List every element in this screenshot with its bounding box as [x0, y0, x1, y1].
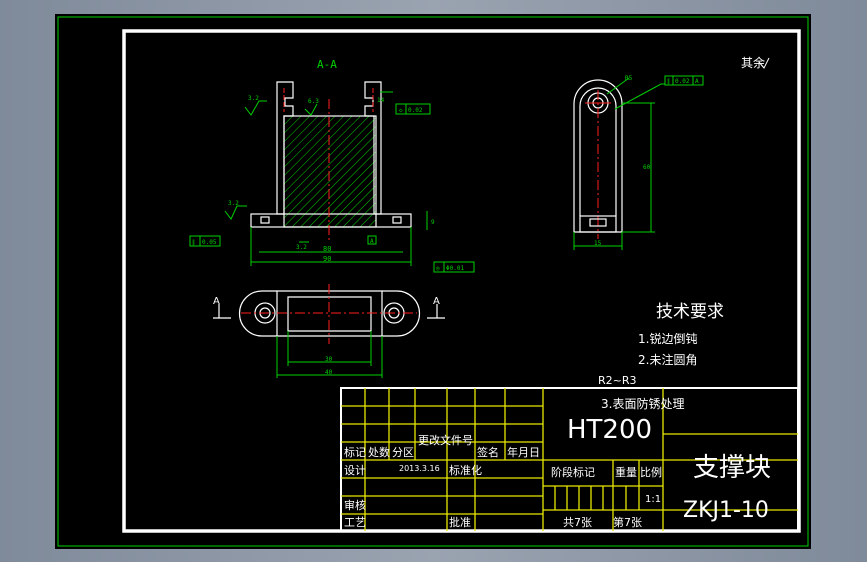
- h-count: 处数: [368, 446, 390, 459]
- h-zone: 分区: [392, 446, 414, 459]
- drawing-viewport[interactable]: A-A 80 90 3.2 A 3.2 6.3 14 ◇: [55, 14, 811, 549]
- side-view: 15 60 R5 ∥ 0.02 A 其余: [573, 55, 770, 250]
- dim-left2: 3.2: [296, 244, 307, 251]
- standard: 标准化: [449, 463, 482, 477]
- tol-flat: 0.02: [408, 107, 423, 114]
- material: HT200: [567, 415, 652, 445]
- dim-base: 9: [431, 219, 435, 226]
- base-plate: [250, 213, 412, 228]
- scale-val: 1:1: [645, 494, 661, 505]
- scale: 比例: [640, 465, 662, 479]
- tech-notes: 技术要求 1.锐边倒钝 2.未注圆角 R2~R3: [598, 302, 724, 387]
- datum-a: A: [370, 238, 374, 245]
- dim-plan-w1: 30: [325, 356, 333, 363]
- section-marker-left: A: [213, 296, 220, 307]
- note-1: 1.锐边倒钝: [638, 332, 697, 346]
- svg-text:◎: ◎: [436, 265, 440, 272]
- h-sign: 签名: [477, 445, 499, 459]
- radius-note: R2~R3: [598, 374, 637, 387]
- hatched-core: [283, 115, 377, 228]
- review: 审核: [344, 498, 366, 512]
- sheets-total: 共7张: [563, 516, 592, 529]
- section-view: A-A 80 90 3.2 A 3.2 6.3 14 ◇: [189, 58, 475, 273]
- sheet-no: 第7张: [613, 515, 642, 529]
- dim-width1: 80: [323, 245, 331, 253]
- weight: 重量: [615, 465, 637, 479]
- right-wall: [364, 81, 382, 215]
- note-3: 3.表面防锈处理: [601, 396, 684, 411]
- dim-left1: 3.2: [228, 200, 239, 207]
- outer-frame: [57, 16, 809, 547]
- h-date: 年月日: [507, 445, 540, 459]
- h-doc: 更改文件号: [418, 433, 473, 447]
- process: 工艺: [344, 516, 366, 529]
- note-2: 2.未注圆角: [638, 352, 697, 367]
- tol-side-ref: A: [695, 78, 699, 85]
- dim-side-r: R5: [625, 75, 633, 82]
- stage: 阶段标记: [551, 465, 595, 479]
- dim-width2: 90: [323, 255, 331, 263]
- drawing-no: ZKJ1-10: [683, 498, 769, 523]
- plan-view: A A 30 40: [213, 284, 445, 378]
- svg-text:◇: ◇: [399, 107, 403, 114]
- cad-drawing: A-A 80 90 3.2 A 3.2 6.3 14 ◇: [57, 16, 809, 547]
- design: 设计: [344, 464, 366, 477]
- date: 2013.3.16: [399, 464, 440, 473]
- svg-text:∥: ∥: [192, 239, 195, 246]
- dim-plan-w2: 40: [325, 369, 333, 376]
- dim-side-w: 15: [594, 240, 602, 247]
- svg-text:∥: ∥: [667, 78, 670, 85]
- part-name: 支撑块: [693, 453, 771, 483]
- title-block: 3.表面防锈处理 HT200 支撑块 ZKJ1-10 标记 处数 分区 更改文件…: [340, 387, 799, 532]
- dim-top1: 3.2: [248, 95, 259, 102]
- tol-side: 0.02: [675, 78, 690, 85]
- h-mark: 标记: [344, 445, 366, 459]
- dim-top3: 14: [377, 97, 385, 104]
- roughness-rest: 其余: [741, 55, 765, 70]
- section-label: A-A: [317, 58, 337, 71]
- tol-parallel: 0.05: [202, 239, 217, 246]
- tol-circ: Φ0.01: [446, 265, 464, 272]
- notes-title: 技术要求: [656, 302, 724, 322]
- side-outline: [573, 79, 623, 233]
- section-marker-right: A: [433, 296, 440, 307]
- dim-top2: 6.3: [308, 98, 319, 105]
- dim-side-h: 60: [643, 164, 651, 171]
- approve: 批准: [449, 515, 471, 529]
